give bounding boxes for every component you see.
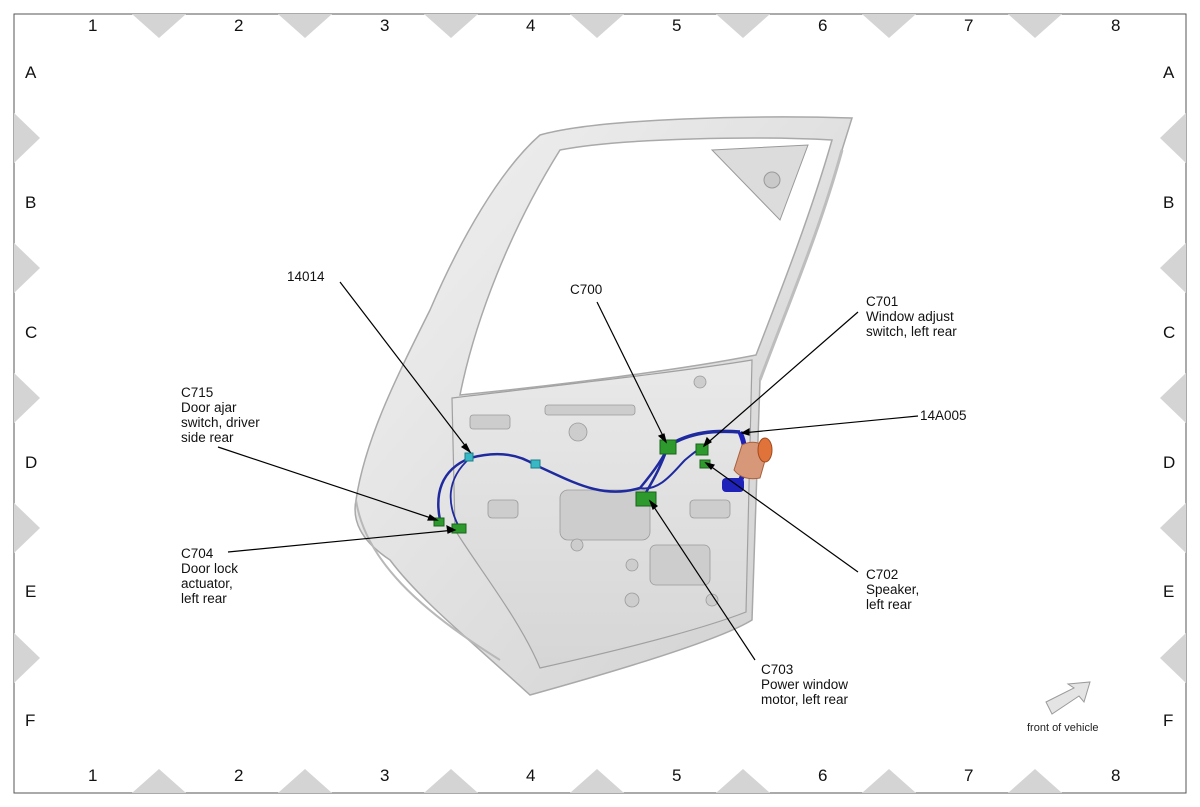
grommet-14a005	[722, 437, 773, 492]
grid-col-top-1: 1	[88, 16, 98, 35]
callout-c704: C704 Door lock actuator, left rear	[181, 546, 239, 606]
grid-col-bottom-1: 1	[88, 766, 98, 785]
grid-row-right-b: B	[1163, 193, 1175, 212]
grid-col-top-2: 2	[234, 16, 244, 35]
rear-door	[354, 116, 854, 696]
grid-row-right-f: F	[1163, 711, 1174, 730]
grid-row-right-e: E	[1163, 582, 1175, 601]
grid-markers-right	[1160, 113, 1186, 683]
grid-markers-top	[132, 14, 1062, 38]
window-opening	[459, 137, 833, 396]
leader-lines	[217, 281, 919, 661]
grid-col-top-4: 4	[526, 16, 536, 35]
connectors	[433, 439, 711, 534]
callout-c715: C715 Door ajar switch, driver side rear	[181, 385, 260, 445]
grid-row-right-d: D	[1163, 453, 1176, 472]
grid-row-left-f: F	[25, 711, 36, 730]
grid-col-bottom-6: 6	[818, 766, 828, 785]
arrow-icon	[1045, 681, 1091, 715]
grid-col-top-5: 5	[672, 16, 682, 35]
grid-markers-left	[14, 113, 40, 683]
vent-bracket	[710, 144, 809, 221]
grid-row-left-d: D	[25, 453, 38, 472]
callout-c703: C703 Power window motor, left rear	[761, 662, 849, 707]
grid-row-right-a: A	[1163, 63, 1175, 82]
grid-row-left-c: C	[25, 323, 38, 342]
grid-col-top-7: 7	[964, 16, 974, 35]
grid-col-bottom-3: 3	[380, 766, 390, 785]
grid-row-left-b: B	[25, 193, 37, 212]
grid-row-left-e: E	[25, 582, 37, 601]
grid-row-right-c: C	[1163, 323, 1176, 342]
grid-markers-bottom	[132, 769, 1062, 793]
callout-c700: C700	[570, 282, 603, 297]
grid-col-top-6: 6	[818, 16, 828, 35]
callout-c701: C701 Window adjust switch, left rear	[866, 294, 957, 339]
callout-14a005: 14A005	[920, 408, 967, 423]
front-of-vehicle-label: front of vehicle	[1027, 722, 1099, 734]
callout-c702: C702 Speaker, left rear	[866, 567, 920, 612]
grid-col-bottom-4: 4	[526, 766, 536, 785]
grid-col-bottom-5: 5	[672, 766, 682, 785]
grid-col-bottom-8: 8	[1111, 766, 1121, 785]
grid-col-top-8: 8	[1111, 16, 1121, 35]
callout-14014: 14014	[287, 269, 325, 284]
grid-col-bottom-2: 2	[234, 766, 244, 785]
grid-col-bottom-7: 7	[964, 766, 974, 785]
grid-col-top-3: 3	[380, 16, 390, 35]
grid-row-left-a: A	[25, 63, 37, 82]
